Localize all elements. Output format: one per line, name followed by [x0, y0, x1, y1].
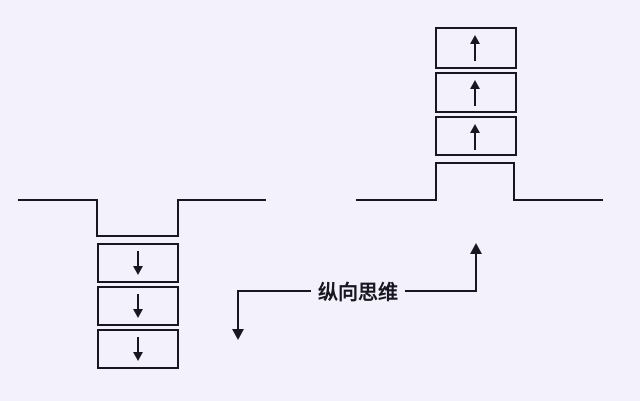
annotation-down-arrow	[232, 290, 311, 340]
down-box	[97, 329, 179, 369]
annotation-label: 纵向思维	[318, 280, 398, 304]
tower-box-stack	[435, 27, 517, 156]
up-arrow-icon	[470, 80, 480, 106]
box-frame	[97, 243, 179, 283]
pit-structure	[18, 199, 266, 369]
box-frame	[435, 116, 517, 156]
pit-ground-outline	[18, 199, 266, 237]
down-arrow-icon	[133, 251, 143, 275]
annotation-up-arrow	[405, 243, 482, 292]
up-arrow-connector	[405, 253, 477, 292]
down-arrow-connector	[237, 290, 311, 330]
tower-ground-outline	[356, 162, 603, 201]
box-frame	[97, 329, 179, 369]
down-box	[97, 243, 179, 283]
down-arrow-icon	[232, 329, 244, 340]
box-frame	[435, 27, 517, 69]
up-arrow-icon	[470, 243, 482, 254]
pit-box-stack	[97, 243, 179, 369]
up-box	[435, 27, 517, 69]
up-box	[435, 72, 517, 113]
down-arrow-icon	[133, 294, 143, 318]
down-arrow-icon	[133, 337, 143, 361]
down-box	[97, 286, 179, 326]
up-box	[435, 116, 517, 156]
box-frame	[97, 286, 179, 326]
up-arrow-icon	[470, 35, 480, 61]
box-frame	[435, 72, 517, 113]
annotation: 纵向思维	[232, 243, 482, 340]
up-arrow-icon	[470, 124, 480, 150]
tower-structure	[356, 27, 603, 201]
